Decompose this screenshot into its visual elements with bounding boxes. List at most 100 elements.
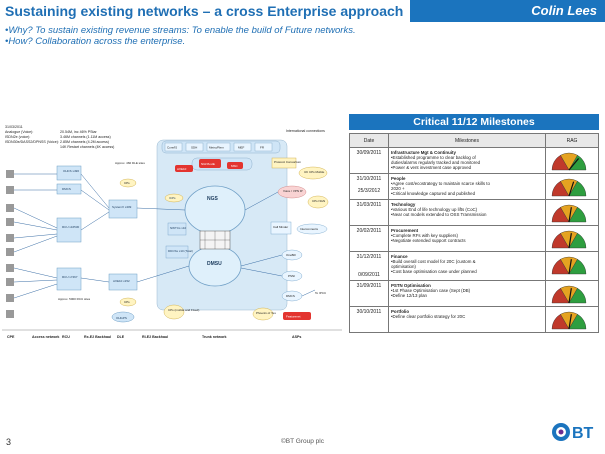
- milestone-title: Portfolio: [391, 309, 410, 314]
- milestone-date: 30/10/2011: [349, 306, 389, 333]
- right-node: UK CPs Mobile: [304, 170, 325, 174]
- axe-label: AXE10: [177, 167, 187, 171]
- rcu-node: RCU x7467: [62, 275, 78, 279]
- right-node: Call Minder: [273, 225, 288, 229]
- ngs-label: NGS: [207, 196, 219, 202]
- milestone-item: •Cost base optimisation case under plann…: [391, 269, 477, 274]
- core-boxes: Core/IS SDH Metro/Rem MEF FR: [164, 142, 273, 152]
- gauge-needle: [568, 207, 572, 223]
- milestone-title: PSTN Optimisation: [391, 283, 431, 288]
- stats-line: Analogue (Voice):: [5, 130, 33, 134]
- ngs-circle: [184, 185, 246, 235]
- presenter-name-bar: Colin Lees: [410, 0, 605, 22]
- rag-cell: [545, 251, 599, 281]
- rag-cell: [545, 147, 599, 174]
- milestone-date: 30/09/2011: [349, 147, 389, 174]
- footer-label: RI-E2 Backhaul: [142, 335, 168, 339]
- cps-bottom-label: CPs (mobile and Fixed): [168, 308, 199, 312]
- footer-label: CPE: [7, 335, 15, 339]
- milestone-text: Portfolio•Define clear portfolio strateg…: [388, 306, 546, 333]
- milestone-item: •Define clear portfolio strategy for 20C: [391, 314, 466, 319]
- ohgps-node: OHGPS: [116, 316, 127, 320]
- column-header: RAG: [545, 133, 599, 148]
- milestone-title: Finance: [391, 254, 408, 259]
- milestone-item: duties/alarms regularly tracked and moni…: [391, 160, 481, 165]
- cps-node: CPs: [124, 181, 130, 185]
- milestone-item: •Various End of life technology up lifts…: [391, 207, 478, 212]
- milestone-item: •Critical knowledge captured and publish…: [391, 191, 476, 196]
- stats-line: ISDN30e/DASS2/DPNSS (Voice):: [5, 140, 59, 144]
- gauge-needle: [568, 288, 572, 304]
- right-node: Interconnects: [300, 227, 319, 231]
- bullet-how: •How? Collaboration across the enterpris…: [5, 36, 186, 47]
- stats-value: 14K Restart channels (4K access): [60, 145, 114, 149]
- axe-label: MSC: [231, 164, 239, 168]
- stats-value: 20.54M, inc 46% PStar: [60, 130, 98, 134]
- rcu-node: DMCS: [62, 187, 71, 191]
- right-node: Protocol Consortium: [274, 160, 302, 164]
- column-header: Milestones: [388, 133, 546, 148]
- mid-node: ICPs: [169, 196, 176, 200]
- milestone-text: Infrastructure Mgt & Continuity•Establis…: [388, 147, 546, 174]
- systemx-node: SystemX x409: [112, 205, 132, 209]
- milestone-item: 2020 +: [391, 186, 405, 191]
- rag-gauge-icon: [551, 178, 587, 197]
- rag-cell: [545, 173, 599, 200]
- rcu-node: RCU x16530: [62, 225, 80, 229]
- featurenet-label: Featurenet: [286, 315, 301, 319]
- milestones-header: Critical 11/12 Milestones: [349, 114, 599, 130]
- stats-line: ISDN2e (voice):: [5, 135, 30, 139]
- network-diagram: 31/03/2011 Analogue (Voice): ISDN2e (voi…: [2, 125, 342, 339]
- milestone-item: optimisation): [391, 264, 416, 269]
- core-box-label: Metro/Rem: [209, 146, 224, 150]
- gauge-needle: [568, 181, 575, 197]
- cpe-column: [6, 170, 14, 318]
- milestone-item: •Build overall cost model for 20C (custo…: [391, 259, 476, 264]
- logo-text: BT: [572, 425, 594, 442]
- core-box-label: SDH: [191, 146, 197, 150]
- bullet-list: •Why? To sustain existing revenue stream…: [5, 25, 356, 47]
- milestone-text: Procurement•Complete RFs with key suppli…: [388, 225, 546, 252]
- international-label: International connections: [286, 129, 325, 133]
- approx-dle-label: Approx. 460 DLE sites: [115, 161, 145, 165]
- milestone-item: •Near out models extended to OSS Transmi…: [391, 212, 487, 217]
- right-node: DMCS: [286, 294, 295, 298]
- approx-rcu-label: Approx. 5000 RCU sites: [58, 297, 91, 301]
- rag-gauge-icon: [551, 152, 587, 171]
- dmsu-label: DMSU: [207, 261, 222, 267]
- core-box-label: FR: [260, 146, 265, 150]
- core-box-label: Core/IS: [167, 146, 177, 150]
- milestone-item: •Established programme to clear backlog …: [391, 155, 476, 160]
- column-header: Date: [349, 133, 389, 148]
- milestone-date: 31/03/2011: [349, 199, 389, 226]
- milestone-text: Technology•Various End of life technolog…: [388, 199, 546, 226]
- right-node: Voice / VPN IP: [283, 189, 303, 193]
- connection-lines: [13, 173, 316, 299]
- mid-node: DDCSs x10 (Total): [168, 249, 193, 253]
- milestone-item: •1st Phase Optimisation case (Sept (DB): [391, 288, 471, 293]
- milestone-item: •Negotiate extended support contracts: [391, 238, 466, 243]
- milestone-title: Infrastructure Mgt & Continuity: [391, 150, 456, 155]
- rag-cell: [545, 225, 599, 252]
- phoenix-label: Phoenix of Yes: [256, 311, 276, 315]
- milestone-title: Procurement: [391, 228, 419, 233]
- milestones-header-row: Date Milestones RAG: [349, 133, 599, 148]
- stats-value: 3.46M channels (1.11M access): [60, 135, 111, 139]
- milestone-title: People: [391, 176, 406, 181]
- gauge-needle: [568, 233, 572, 249]
- rag-gauge-icon: [551, 256, 587, 275]
- stats-block: 31/03/2011 Analogue (Voice): ISDN2e (voi…: [5, 125, 114, 149]
- gauge-needle: [568, 314, 572, 330]
- footer-label: DLE: [117, 335, 125, 339]
- milestone-item: •Complete RFs with key suppliers): [391, 233, 458, 238]
- rag-cell: [545, 199, 599, 226]
- rag-gauge-icon: [551, 311, 587, 330]
- stats-value: 2.85M channels (4.2M access): [60, 140, 109, 144]
- rag-cell: [545, 306, 599, 333]
